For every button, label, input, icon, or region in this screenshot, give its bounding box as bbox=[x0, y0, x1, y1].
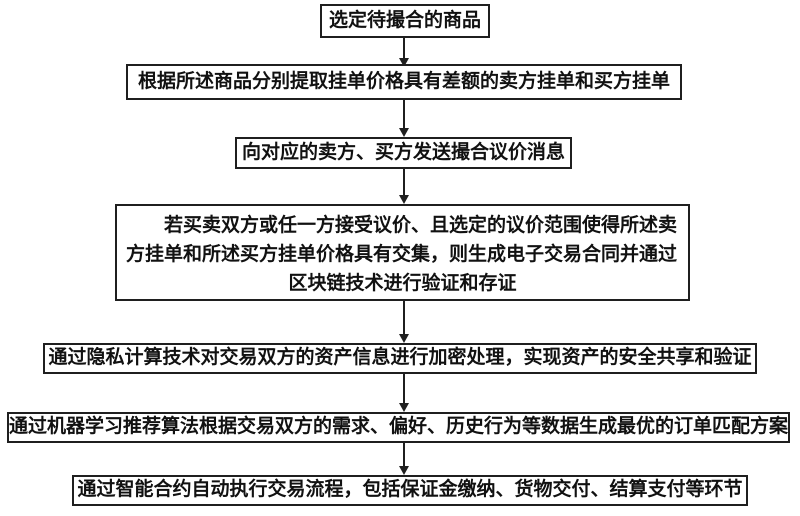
flow-step-extract-orders: 根据所述商品分别提取挂单价格具有差额的卖方挂单和买方挂单 bbox=[126, 64, 682, 100]
flow-step-label: 向对应的卖方、买方发送撮合议价消息 bbox=[241, 141, 565, 163]
arrow-down-icon bbox=[399, 301, 409, 343]
flow-step-label: 通过机器学习推荐算法根据交易双方的需求、偏好、历史行为等数据生成最优的订单匹配方… bbox=[9, 416, 789, 438]
flow-step-label-line: 方挂单和所述买方挂单价格具有交集，则生成电子交易合同并通过 bbox=[126, 244, 678, 265]
arrow-down-icon bbox=[399, 169, 409, 204]
arrow-down-icon bbox=[399, 374, 409, 412]
flow-step-label: 根据所述商品分别提取挂单价格具有差额的卖方挂单和买方挂单 bbox=[137, 70, 670, 92]
flow-step-send-message: 向对应的卖方、买方发送撮合议价消息 bbox=[235, 137, 572, 169]
flow-step-smart-contract: 通过智能合约自动执行交易流程，包括保证金缴纳、货物交付、结算支付等环节 bbox=[72, 475, 748, 506]
flow-step-label-line: 若买卖双方或任一方接受议价、且选定的议价范围使得所述卖 bbox=[164, 215, 678, 236]
flow-step-label: 选定待撮合的商品 bbox=[328, 9, 481, 31]
flow-step-label: 通过隐私计算技术对交易双方的资产信息进行加密处理，实现资产的安全共享和验证 bbox=[48, 347, 752, 369]
arrow-down-icon bbox=[399, 38, 409, 67]
flow-step-label-line: 区块链技术进行验证和存证 bbox=[288, 273, 517, 294]
arrow-down-icon bbox=[399, 100, 409, 137]
flow-step-generate-contract: 若买卖双方或任一方接受议价、且选定的议价范围使得所述卖 方挂单和所述买方挂单价格… bbox=[115, 204, 690, 301]
flow-step-ml-matching: 通过机器学习推荐算法根据交易双方的需求、偏好、历史行为等数据生成最优的订单匹配方… bbox=[7, 412, 790, 443]
flow-step-select-goods: 选定待撮合的商品 bbox=[320, 4, 490, 38]
flow-step-privacy-computing: 通过隐私计算技术对交易双方的资产信息进行加密处理，实现资产的安全共享和验证 bbox=[43, 343, 757, 374]
flow-step-label: 通过智能合约自动执行交易流程，包括保证金缴纳、货物交付、结算支付等环节 bbox=[77, 479, 743, 501]
arrow-down-icon bbox=[399, 443, 409, 475]
